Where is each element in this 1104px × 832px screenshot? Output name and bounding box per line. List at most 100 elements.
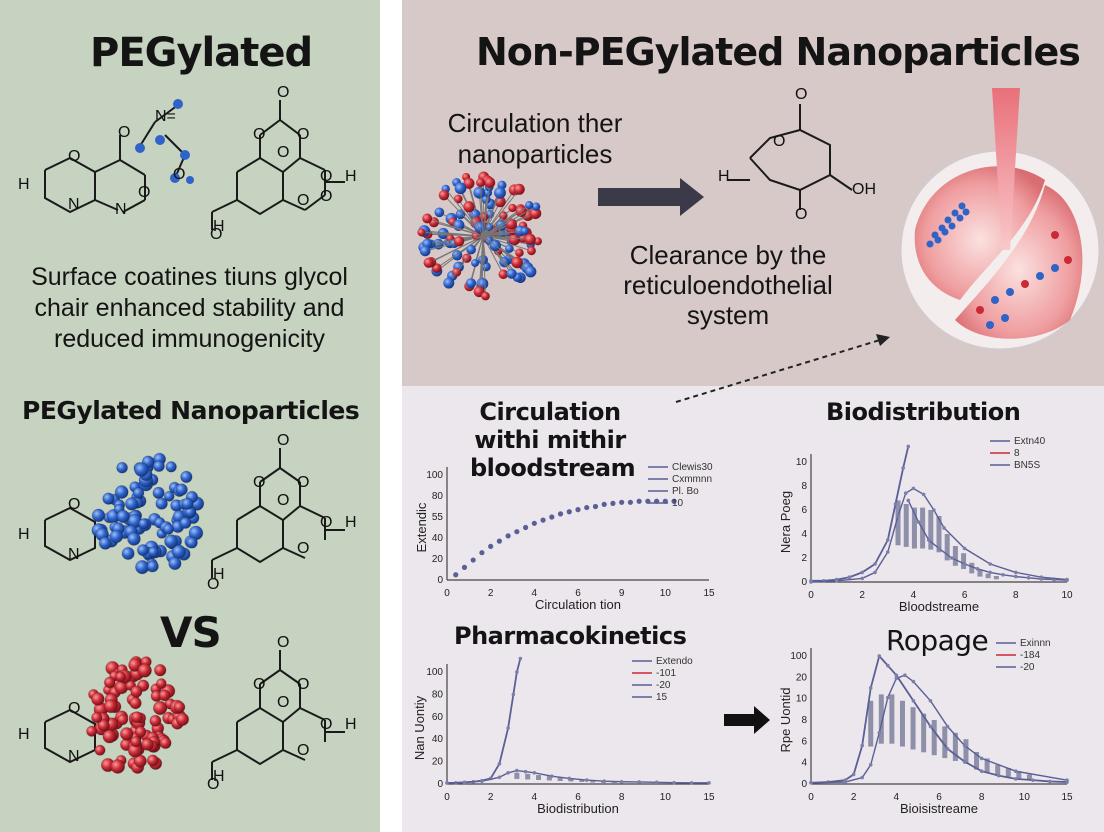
x-tick-label: 15 — [1061, 792, 1073, 803]
atom-label: O — [173, 166, 186, 183]
data-point — [903, 491, 908, 496]
atom-label: O — [68, 496, 81, 513]
x-tick-label: 2 — [851, 792, 857, 803]
particle — [417, 228, 426, 237]
x-axis-label: Circulation tion — [535, 597, 621, 612]
bar — [895, 500, 901, 546]
atom-label: O — [277, 84, 290, 101]
legend-label: Extn40 — [1014, 436, 1046, 447]
particle — [149, 714, 162, 727]
molecule-bottom-left — [44, 650, 345, 780]
molecule-mid-left — [44, 448, 345, 578]
data-point — [654, 780, 659, 785]
arrow-right-small-icon — [724, 706, 770, 734]
particle — [179, 516, 192, 530]
data-point — [462, 780, 467, 785]
particle — [505, 244, 514, 253]
data-point — [540, 517, 546, 523]
particle-bond — [482, 188, 520, 237]
particle-bond — [482, 206, 537, 237]
molecule-top-left — [44, 100, 345, 230]
data-point — [566, 509, 572, 515]
x-axis-label: Biodistribution — [537, 801, 619, 816]
data-point — [886, 695, 890, 700]
particle — [116, 461, 129, 474]
data-point — [932, 508, 936, 512]
left-panel — [0, 0, 380, 832]
atom-label: H — [213, 566, 225, 583]
bar — [944, 534, 950, 561]
x-tick-label: 6 — [962, 590, 968, 601]
particle — [531, 202, 541, 211]
x-tick-label: 10 — [660, 792, 672, 803]
y-tick-label: 55 — [432, 512, 444, 523]
particle — [121, 546, 135, 561]
x-tick-label: 2 — [488, 588, 494, 599]
data-point — [488, 543, 494, 550]
data-point — [979, 769, 984, 773]
data-point — [911, 679, 916, 684]
y-tick-label: 80 — [432, 491, 444, 502]
y-tick-label: 8 — [801, 481, 807, 492]
particle — [146, 754, 159, 767]
bar — [961, 553, 967, 570]
atom-label: O — [253, 126, 266, 143]
x-tick-label: 8 — [1013, 590, 1019, 601]
particle — [130, 735, 142, 748]
particle — [133, 754, 147, 768]
particle — [163, 490, 175, 502]
non-pegylated-title: Non-PEGylated Nanoparticles — [476, 30, 1081, 74]
particle — [152, 700, 168, 716]
series-line — [811, 446, 910, 582]
data-point — [877, 654, 882, 658]
particle — [163, 534, 179, 549]
particle — [94, 744, 106, 756]
particle — [90, 692, 105, 706]
particle-bond — [482, 235, 486, 297]
bar — [952, 546, 958, 566]
bar — [889, 694, 895, 744]
particle — [422, 213, 433, 224]
particle — [527, 246, 536, 256]
particle — [115, 671, 127, 683]
data-point — [962, 759, 967, 764]
atom-label: OH — [852, 181, 876, 198]
atom-label: O — [138, 184, 151, 201]
bar — [536, 775, 542, 780]
atom-label: O — [773, 133, 786, 150]
data-point — [894, 673, 899, 677]
legend-label: Pl. Bo — [672, 486, 699, 497]
particle — [130, 711, 144, 724]
blue-atoms-top — [135, 99, 194, 184]
bar — [525, 773, 531, 780]
x-tick-label: 10 — [1061, 590, 1073, 601]
particle-bond — [436, 235, 484, 269]
data-point — [860, 576, 864, 581]
particle — [116, 509, 130, 524]
data-point — [903, 673, 907, 677]
particle — [97, 719, 110, 732]
x-tick-label: 0 — [444, 588, 450, 599]
data-point — [1031, 778, 1035, 782]
x-tick-label: 8 — [979, 792, 985, 803]
data-point — [497, 762, 502, 766]
atom-label: O — [297, 676, 310, 693]
y-tick-label: 0 — [437, 575, 443, 586]
particle — [91, 711, 103, 724]
data-point — [601, 501, 607, 507]
data-point — [809, 580, 813, 584]
legend-label: -20 — [1020, 662, 1035, 673]
data-point — [557, 511, 564, 517]
y-axis-label: Extendic — [414, 502, 429, 552]
particle — [498, 269, 509, 280]
data-point — [672, 780, 676, 785]
blue-particle — [962, 208, 970, 216]
particle — [102, 729, 117, 744]
bar — [977, 570, 983, 577]
y-tick-label: 8 — [801, 715, 807, 726]
atom-label: O — [277, 634, 290, 651]
particle — [137, 663, 152, 678]
particle-bond — [427, 218, 484, 237]
x-tick-label: 2 — [488, 792, 494, 803]
